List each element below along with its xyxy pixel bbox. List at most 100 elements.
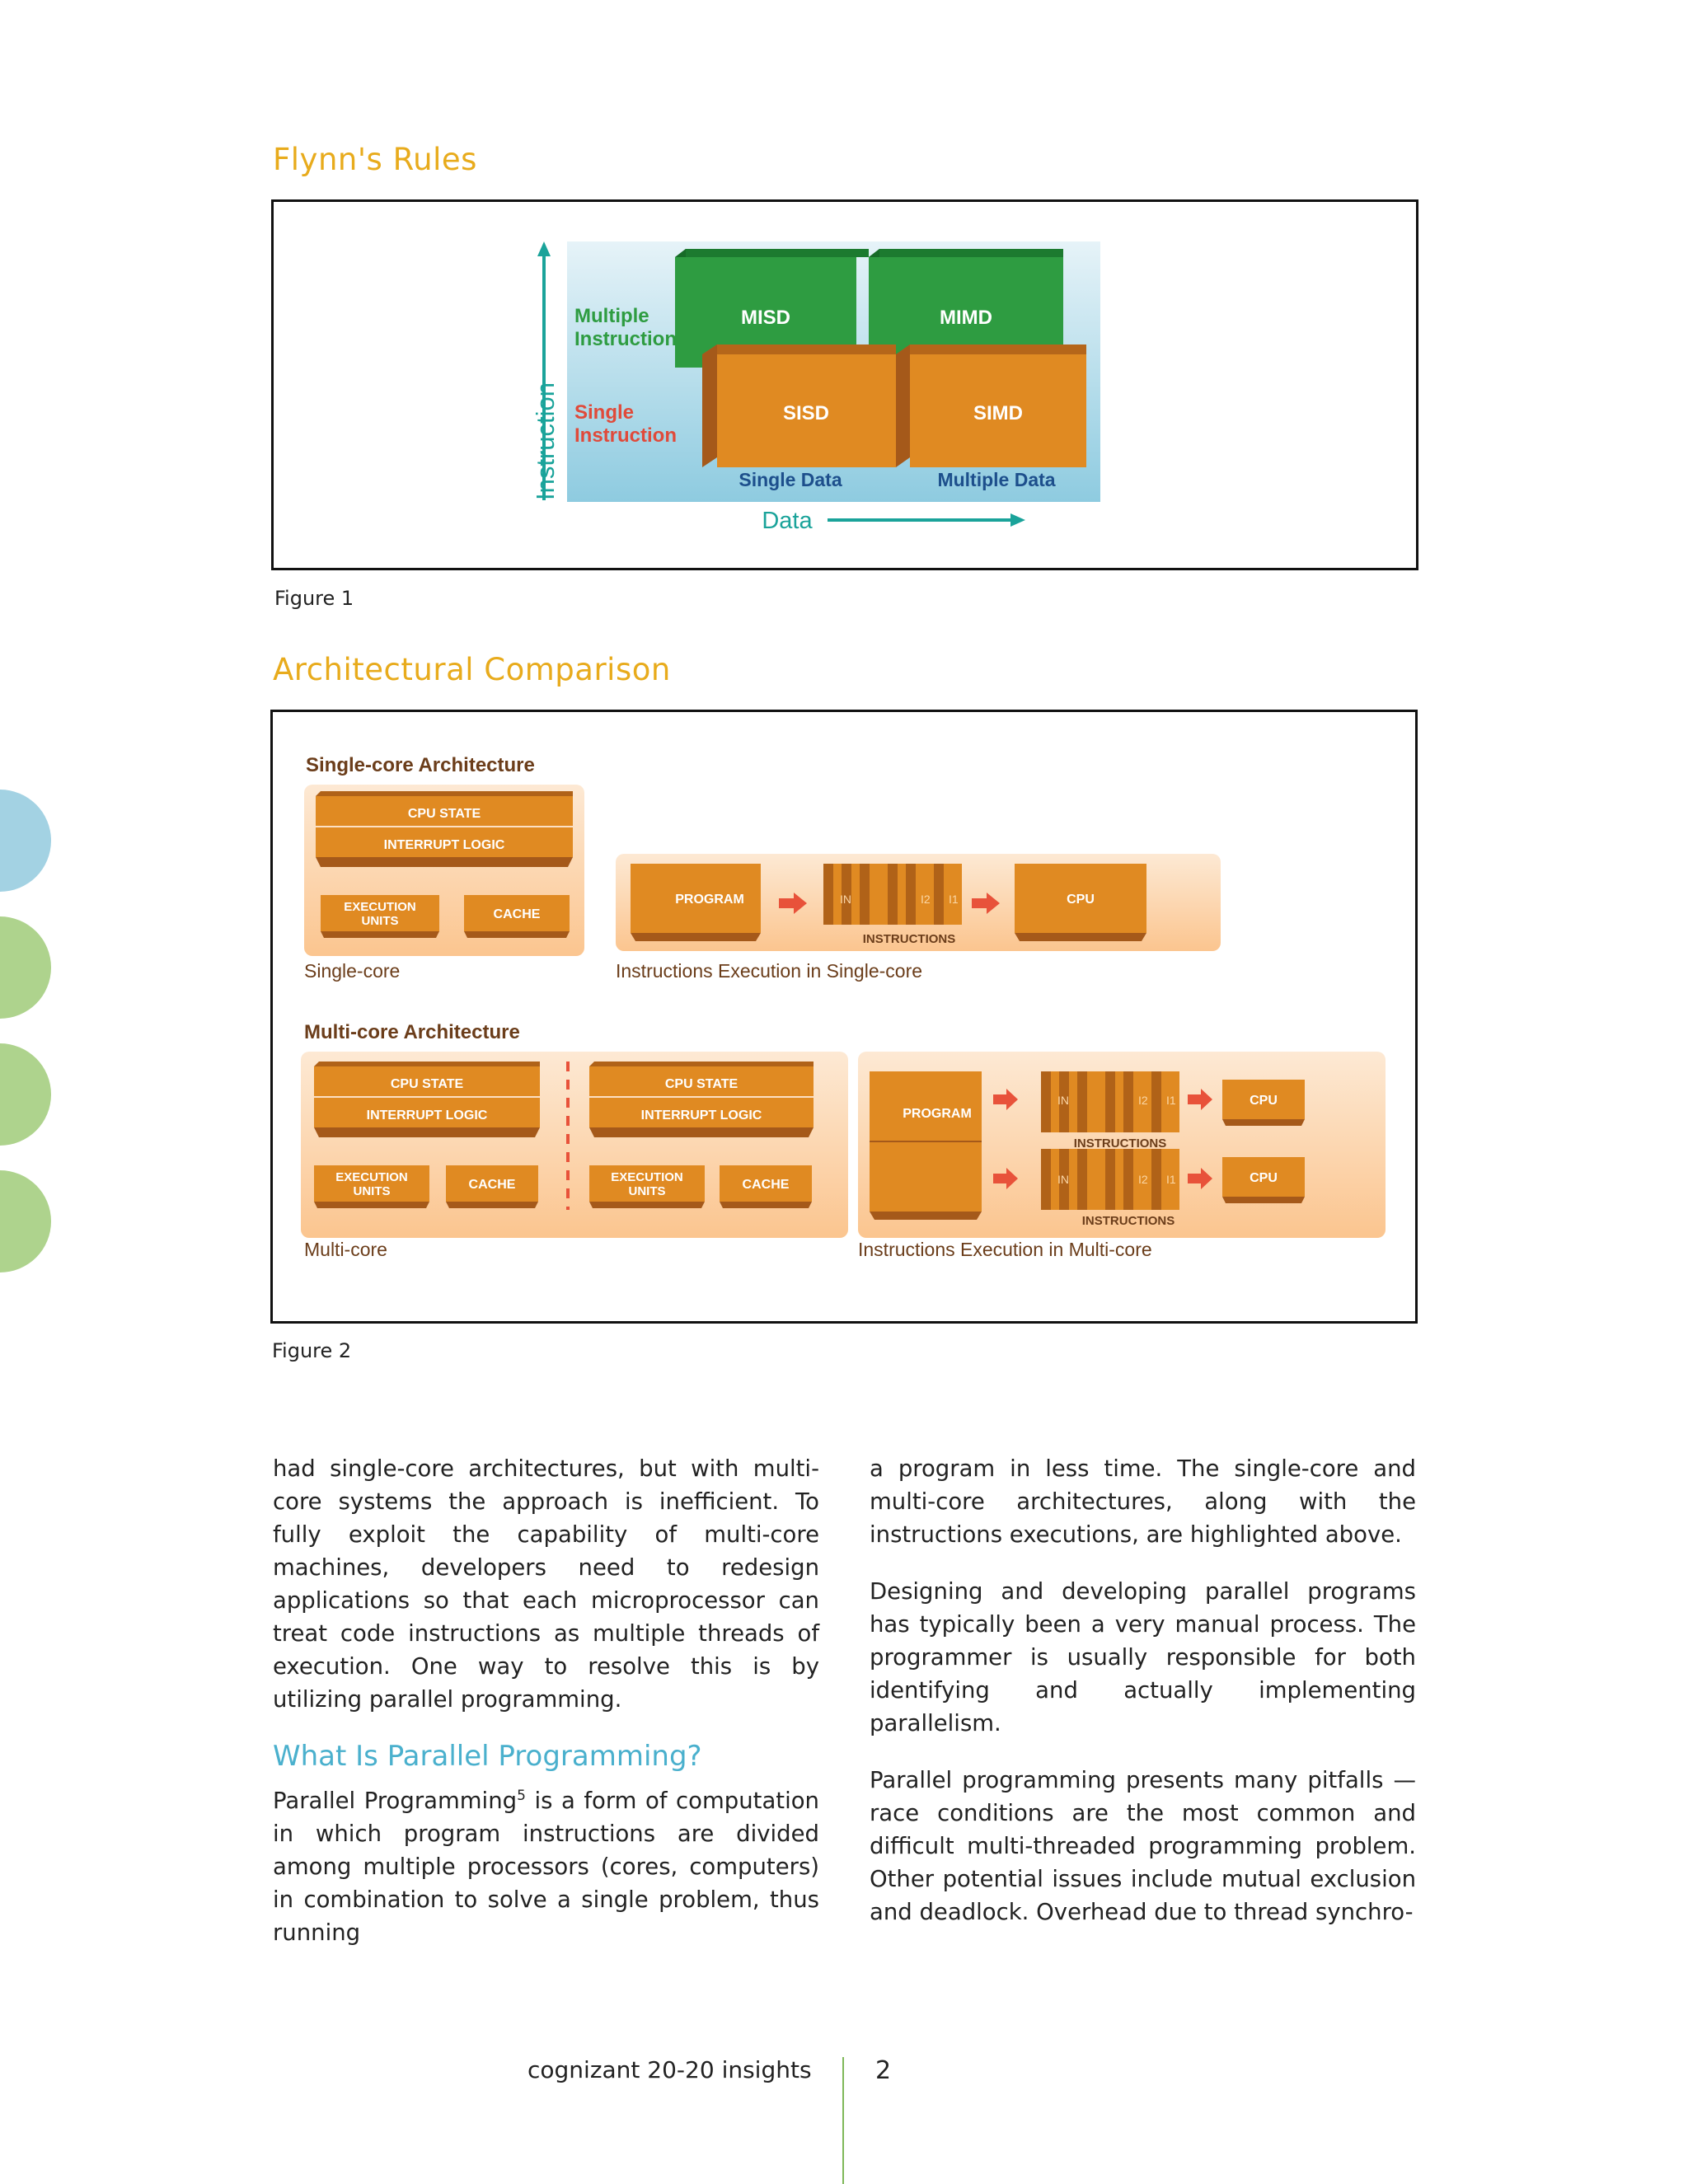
col-multiple-data-label: Multiple Data — [937, 469, 1055, 490]
left-column: had single-core architectures, but with … — [273, 1452, 819, 1973]
multi-program-block: PROGRAM — [870, 1071, 982, 1220]
multi-arrow-lower-2-icon — [1188, 1168, 1212, 1189]
left-p2-rest: is a form of computation in which progra… — [273, 1788, 819, 1946]
flynn-diagram: Instruction Multiple Instruction Single … — [531, 241, 1100, 534]
instruction-axis-arrow-icon — [537, 241, 551, 256]
footer-brand: cognizant 20-20 insights — [528, 2056, 812, 2083]
core-1-exec-units-block: EXECUTION UNITS — [314, 1165, 429, 1208]
multi-core-label: Multi-core — [304, 1239, 387, 1260]
figure-2-caption: Figure 2 — [272, 1339, 352, 1362]
exec-single-core-label: Instructions Execution in Single-core — [616, 960, 922, 982]
subhead-parallel-programming: What Is Parallel Programming? — [273, 1740, 702, 1773]
core-2-cpu-state-block: CPU STATE INTERRUPT LOGIC — [589, 1062, 814, 1137]
right-paragraph-2: Designing and developing parallel progra… — [870, 1578, 1416, 1736]
multi-cpu-lower-label: CPU — [1250, 1171, 1278, 1185]
right-column: a program in less time. The single-core … — [870, 1452, 1416, 1952]
core1-exec-line2: UNITS — [354, 1184, 391, 1198]
core2-cache-label: CACHE — [743, 1178, 790, 1192]
row-multiple-line1: Multiple — [574, 305, 649, 327]
single-exec-line2: UNITS — [362, 914, 399, 928]
multi-upper-i2-label: I2 — [1138, 1094, 1148, 1107]
side-dot-green-1 — [0, 916, 51, 1019]
single-arrow-2-icon — [972, 893, 1000, 914]
sisd-box: SISD — [702, 344, 896, 467]
simd-box: SIMD — [896, 344, 1086, 467]
single-core-heading: Single-core Architecture — [306, 754, 535, 776]
single-cache-block: CACHE — [464, 895, 570, 938]
simd-label: SIMD — [973, 402, 1023, 424]
row-multiple-line2: Instruction — [574, 328, 677, 350]
core-2-cache-block: CACHE — [720, 1165, 812, 1208]
core-1-cpu-state-block: CPU STATE INTERRUPT LOGIC — [314, 1062, 540, 1137]
single-arrow-1-icon — [779, 893, 807, 914]
architecture-diagram: Single-core Architecture CPU STATE INTER… — [301, 754, 1386, 1260]
single-core-label: Single-core — [304, 960, 400, 982]
single-program-label: PROGRAM — [675, 893, 744, 907]
multi-instruction-cards-upper: IN I2 I1 — [1041, 1071, 1179, 1132]
multi-lower-in-label: IN — [1057, 1173, 1069, 1186]
core2-exec-line2: UNITS — [629, 1184, 666, 1198]
section-title-architectural-comparison: Architectural Comparison — [273, 652, 671, 687]
multi-program-label: PROGRAM — [903, 1107, 972, 1121]
single-cache-label: CACHE — [494, 907, 541, 921]
footer-divider — [842, 2057, 844, 2184]
footnote-ref-5[interactable]: 5 — [517, 1787, 526, 1804]
core1-cache-label: CACHE — [469, 1178, 516, 1192]
left-paragraph-2: Parallel Programming5 is a form of compu… — [273, 1784, 819, 1949]
core-1-cache-block: CACHE — [446, 1165, 538, 1208]
section-title-flynns-rules: Flynn's Rules — [273, 142, 477, 177]
side-dot-blue — [0, 790, 51, 892]
row-single-line2: Instruction — [574, 424, 677, 447]
single-interrupt-label: INTERRUPT LOGIC — [384, 838, 505, 852]
multi-instruction-cards-lower: IN I2 I1 — [1041, 1149, 1179, 1210]
single-i2-label: I2 — [921, 893, 931, 906]
multi-lower-instructions-label: INSTRUCTIONS — [1082, 1214, 1175, 1228]
multi-cpu-lower-block: CPU — [1222, 1157, 1305, 1203]
data-axis-arrow-icon — [1010, 513, 1025, 527]
single-cpu-state-block: CPU STATE INTERRUPT LOGIC — [316, 791, 573, 867]
single-exec-line1: EXECUTION — [344, 900, 416, 914]
figure-1-caption: Figure 1 — [274, 587, 354, 610]
core-2-exec-units-block: EXECUTION UNITS — [589, 1165, 705, 1208]
single-instruction-cards: IN I2 I1 — [823, 864, 962, 925]
multi-cpu-upper-block: CPU — [1222, 1080, 1305, 1126]
core2-interrupt-label: INTERRUPT LOGIC — [641, 1108, 762, 1122]
core1-cpu-state-label: CPU STATE — [391, 1077, 464, 1091]
axis-data-label: Data — [762, 508, 813, 534]
single-instructions-label: INSTRUCTIONS — [863, 932, 956, 946]
sisd-label: SISD — [783, 402, 829, 424]
single-program-block: PROGRAM — [631, 864, 761, 941]
left-paragraph-1: had single-core architectures, but with … — [273, 1455, 819, 1713]
axis-instruction-label: Instruction — [531, 382, 560, 500]
right-paragraph-1: a program in less time. The single-core … — [870, 1455, 1416, 1548]
right-paragraph-3: Parallel programming presents many pitfa… — [870, 1767, 1416, 1925]
core2-exec-line1: EXECUTION — [611, 1170, 683, 1184]
exec-multi-core-label: Instructions Execution in Multi-core — [858, 1239, 1152, 1260]
figure-2-frame: Single-core Architecture CPU STATE INTER… — [270, 710, 1418, 1324]
multi-arrow-upper-2-icon — [1188, 1089, 1212, 1110]
core1-exec-line1: EXECUTION — [335, 1170, 408, 1184]
mimd-label: MIMD — [940, 307, 992, 329]
col-single-data-label: Single Data — [738, 469, 842, 490]
figure-1-frame: Instruction Multiple Instruction Single … — [271, 199, 1418, 570]
single-cpu-label: CPU — [1067, 893, 1095, 907]
single-in-label: IN — [840, 893, 851, 906]
single-exec-units-block: EXECUTION UNITS — [321, 895, 439, 938]
multi-cpu-upper-label: CPU — [1250, 1094, 1278, 1108]
single-cpu-block: CPU — [1015, 864, 1146, 941]
multi-upper-in-label: IN — [1057, 1094, 1069, 1107]
misd-label: MISD — [741, 307, 790, 329]
multi-lower-i2-label: I2 — [1138, 1173, 1148, 1186]
side-dot-green-2 — [0, 1043, 51, 1146]
single-cpu-state-label: CPU STATE — [408, 807, 481, 821]
multi-arrow-lower-1-icon — [993, 1168, 1018, 1189]
single-i1-label: I1 — [949, 893, 959, 906]
multi-upper-i1-label: I1 — [1166, 1094, 1176, 1107]
core1-interrupt-label: INTERRUPT LOGIC — [367, 1108, 488, 1122]
row-single-line1: Single — [574, 401, 634, 424]
multi-arrow-upper-1-icon — [993, 1089, 1018, 1110]
side-dot-green-3 — [0, 1170, 51, 1272]
multi-lower-i1-label: I1 — [1166, 1173, 1176, 1186]
left-p2-term: Parallel Programming — [273, 1788, 518, 1814]
core2-cpu-state-label: CPU STATE — [665, 1077, 738, 1091]
